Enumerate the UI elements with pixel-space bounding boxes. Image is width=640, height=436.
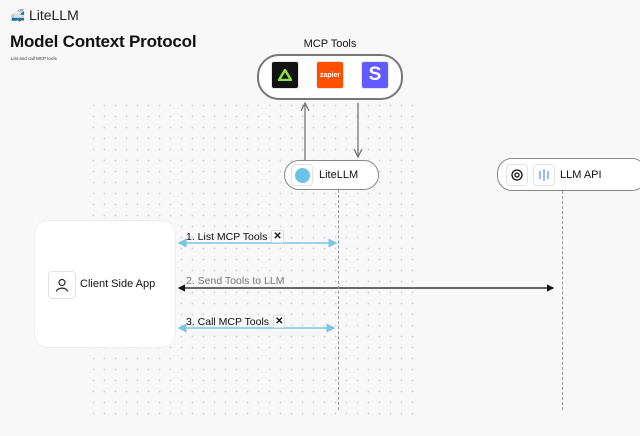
brand-name: LiteLLM [28, 7, 79, 23]
step-2-text: 2. Send Tools to LLM [186, 275, 285, 287]
step-1-text: 1. List MCP Tools [186, 230, 268, 243]
tool-icon-triangle [271, 61, 299, 89]
train-icon: 🚅 [10, 8, 25, 22]
client-side-app-label: Client Side App [80, 278, 156, 290]
stripe-icon: S [361, 61, 389, 89]
user-icon [48, 271, 76, 299]
page-title: Model Context Protocol [10, 32, 197, 51]
zapier-icon: zapier [316, 61, 344, 89]
mcp-tools-label: MCP Tools [303, 38, 357, 50]
openai-icon [506, 163, 528, 186]
step-3-label: 3. Call MCP Tools✕ [186, 315, 286, 328]
llm-api-label: LLM API [560, 168, 602, 181]
litellm-logo-icon [291, 164, 313, 186]
step-2-label: 2. Send Tools to LLM [186, 275, 284, 287]
tools-icon: ✕ [273, 315, 286, 328]
step-1-label: 1. List MCP Tools✕ [186, 230, 284, 243]
litellm-node: LiteLLM [284, 160, 379, 190]
litellm-lifeline [338, 190, 339, 410]
page-subtitle: List and call MCP tools [11, 56, 57, 61]
litellm-label: LiteLLM [319, 169, 359, 181]
llama-index-icon [533, 163, 555, 186]
step-3-text: 3. Call MCP Tools [186, 315, 270, 328]
brand-logo: 🚅 LiteLLM [10, 7, 79, 23]
llm-api-node: LLM API [497, 158, 640, 191]
llm-api-lifeline [562, 191, 563, 410]
tools-icon: ✕ [271, 230, 284, 243]
